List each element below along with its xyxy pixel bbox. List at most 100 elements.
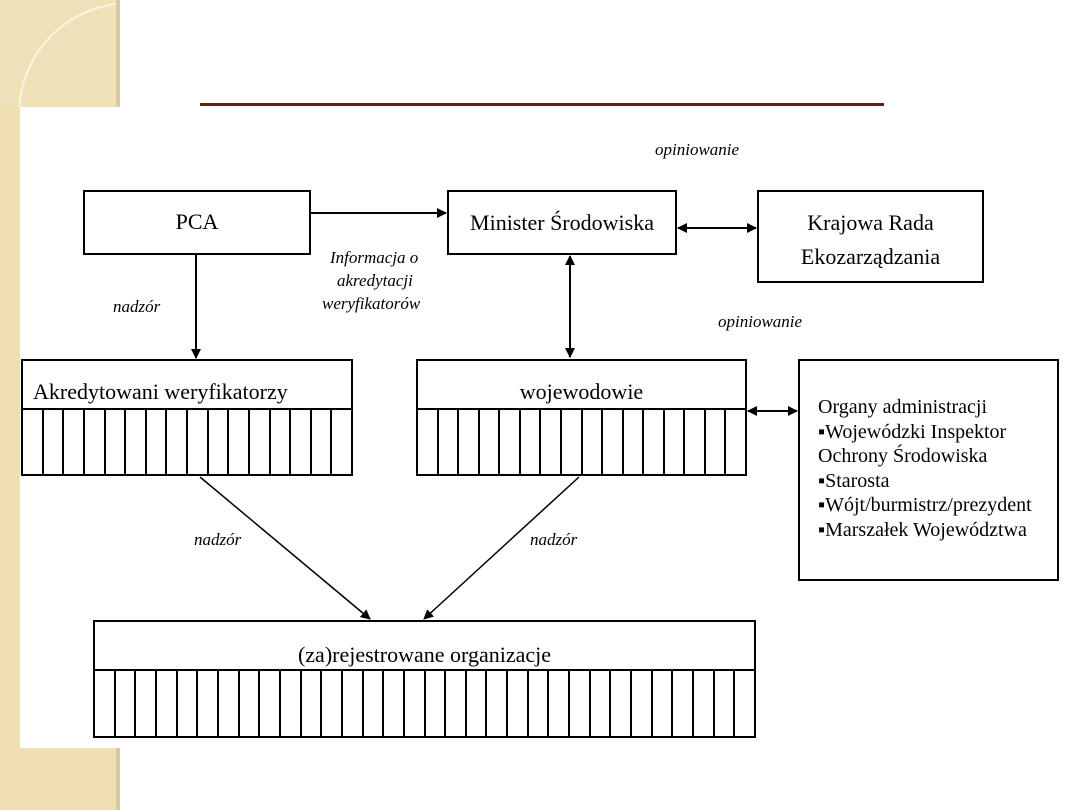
grid-cell [332,410,351,474]
grid-cell [302,671,323,736]
grid-cell [291,410,312,474]
organy-list: Organy administracji ▪Wojewódzki Inspekt… [800,361,1057,542]
grid-cell [562,410,583,474]
bottom-edge [116,748,120,810]
node-krajowa-line1: Krajowa Rada [807,210,934,235]
grid-cell [644,410,665,474]
node-organy-administracji: Organy administracji ▪Wojewódzki Inspekt… [798,359,1059,581]
organy-item: ▪Wojewódzki Inspektor [818,420,1007,443]
grid-cell [706,410,727,474]
akredytowani-cells [23,408,351,474]
grid-cell [219,671,240,736]
organy-item-text: Starosta [825,469,890,492]
grid-cell [529,671,550,736]
grid-cell [384,671,405,736]
grid-cell [459,410,480,474]
grid-cell [541,410,562,474]
node-akredytowani: Akredytowani weryfikatorzy [21,359,353,476]
node-organizacje: (za)rejestrowane organizacje [93,620,756,738]
edge-label-informacja-1: Informacja o [330,248,419,267]
grid-cell [603,410,624,474]
slide-bottom-decoration [0,748,120,810]
grid-cell [426,671,447,736]
grid-cell [364,671,385,736]
node-akredytowani-label: Akredytowani weryfikatorzy [33,379,288,404]
grid-cell [64,410,85,474]
grid-cell [480,410,501,474]
node-minister-label: Minister Środowiska [470,210,654,235]
grid-cell [126,410,147,474]
grid-cell [136,671,157,736]
grid-cell [405,671,426,736]
grid-cell [446,671,467,736]
grid-cell [418,410,439,474]
grid-cell [439,410,460,474]
grid-cell [673,671,695,736]
grid-cell [209,410,230,474]
grid-cell [467,671,488,736]
grid-cell [521,410,542,474]
organy-heading: Organy administracji [818,396,988,418]
grid-cell [735,671,754,736]
node-krajowa-rada: Krajowa Rada Ekozarządzania [757,190,984,283]
grid-cell [312,410,333,474]
node-krajowa-line2: Ekozarządzania [800,244,941,269]
organy-item-text: Wojewódzki Inspektor [825,420,1007,443]
grid-cell [549,671,571,736]
grid-cell [508,671,529,736]
grid-cell [632,671,653,736]
organy-item: ▪Starosta [818,469,890,492]
grid-cell [167,410,188,474]
organy-item: ▪Marszałek Województwa [818,518,1027,541]
node-wojewodowie: wojewodowie [416,359,747,476]
grid-cell [198,671,219,736]
slide-left-border [0,0,20,810]
edge-label-informacja-2: akredytacji [337,271,413,290]
organy-item-text: Marszałek Województwa [825,518,1027,541]
node-minister: Minister Środowiska [447,190,677,255]
grid-cell [44,410,65,474]
grid-cell [271,410,292,474]
grid-cell [653,671,674,736]
corner-edge [116,0,120,107]
node-organizacje-label: (za)rejestrowane organizacje [297,642,552,667]
edge-label-nadzor-right: nadzór [530,530,578,549]
organizacje-cells [95,669,754,736]
grid-cell [188,410,209,474]
grid-cell [147,410,168,474]
grid-cell [250,410,271,474]
grid-cell [106,410,127,474]
slide-corner-decoration [0,0,120,107]
organy-item-text: Wójt/burmistrz/prezydent [825,494,1032,516]
grid-cell [178,671,199,736]
grid-cell [694,671,715,736]
grid-cell [611,671,633,736]
grid-cell [487,671,509,736]
edge-label-nadzor-left: nadzór [194,530,242,549]
organy-item-continued: Ochrony Środowiska [818,445,988,467]
edge-label-opiniowanie-mid: opiniowanie [718,312,803,331]
grid-cell [157,671,178,736]
edge-label-opiniowanie-top: opiniowanie [655,140,740,159]
node-pca: PCA [83,190,311,255]
grid-cell [343,671,364,736]
grid-cell [85,410,106,474]
wojewodowie-cells [418,408,745,474]
arrow-wojewodowie-to-organizacje [423,476,580,620]
organy-item: ▪Wójt/burmistrz/prezydent [818,494,1032,516]
grid-cell [116,671,137,736]
node-wojewodowie-label: wojewodowie [519,379,644,404]
grid-cell [260,671,281,736]
grid-cell [322,671,343,736]
grid-cell [229,410,250,474]
grid-cell [583,410,604,474]
node-pca-label: PCA [175,209,219,234]
grid-cell [281,671,302,736]
grid-cell [685,410,706,474]
edge-label-nadzor-pca: nadzór [113,297,161,316]
grid-cell [240,671,261,736]
grid-cell [23,410,44,474]
grid-cell [715,671,736,736]
arrow-akredytowani-to-organizacje [199,476,371,620]
